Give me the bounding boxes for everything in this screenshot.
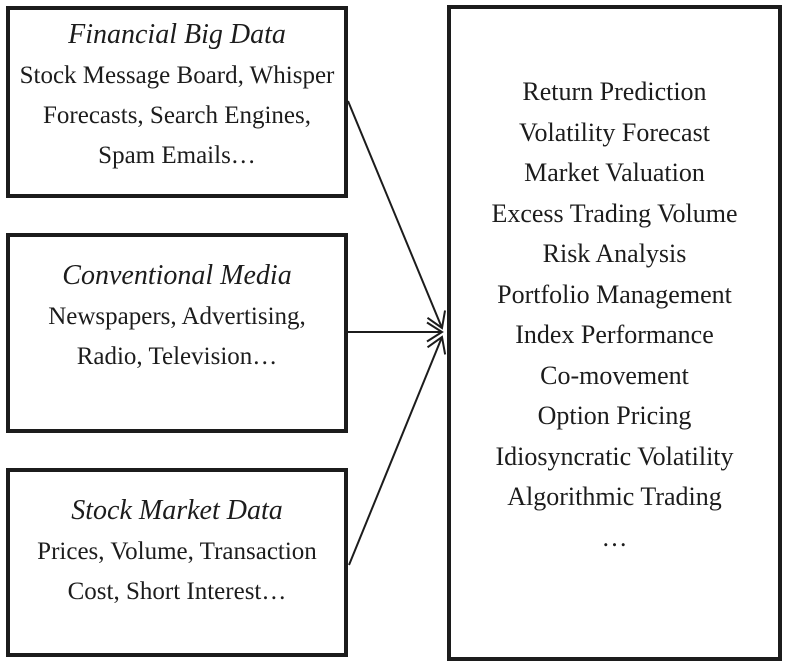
application-item: Portfolio Management bbox=[497, 279, 732, 309]
application-item: Index Performance bbox=[515, 320, 714, 349]
source-box-conventional-media: Conventional Media Newspapers, Advertisi… bbox=[6, 233, 348, 433]
box-line: Stock Message Board, Whisper bbox=[19, 62, 335, 89]
arrow-stock-to-apps bbox=[348, 335, 447, 566]
box-line: Prices, Volume, Transaction bbox=[37, 538, 317, 565]
box-line: Spam Emails… bbox=[98, 142, 256, 169]
source-box-stock-market-data: Stock Market Data Prices, Volume, Transa… bbox=[6, 468, 348, 657]
box-line: Radio, Television… bbox=[76, 343, 278, 370]
application-item: Excess Trading Volume bbox=[491, 198, 738, 228]
box-line: Forecasts, Search Engines, bbox=[43, 102, 311, 129]
box-title: Financial Big Data bbox=[68, 19, 286, 50]
application-item: Option Pricing bbox=[537, 401, 692, 430]
box-title: Stock Market Data bbox=[71, 495, 283, 526]
box-title: Conventional Media bbox=[62, 260, 292, 291]
box-line: Cost, Short Interest… bbox=[67, 578, 287, 605]
box-line: Newspapers, Advertising, bbox=[48, 303, 306, 330]
application-item: Risk Analysis bbox=[542, 239, 687, 268]
application-item: Return Prediction bbox=[522, 77, 707, 106]
application-item: Co-movement bbox=[540, 360, 689, 390]
application-item: Volatility Forecast bbox=[519, 117, 710, 147]
application-item: Market Valuation bbox=[524, 158, 705, 187]
application-item: Algorithmic Trading bbox=[507, 482, 722, 511]
application-item: … bbox=[601, 522, 628, 552]
applications-box: Return Prediction Volatility Forecast Ma… bbox=[447, 5, 782, 661]
application-item: Idiosyncratic Volatility bbox=[495, 441, 734, 471]
source-box-financial-big-data: Financial Big Data Stock Message Board, … bbox=[6, 6, 348, 198]
arrow-financial-to-apps bbox=[347, 100, 447, 330]
